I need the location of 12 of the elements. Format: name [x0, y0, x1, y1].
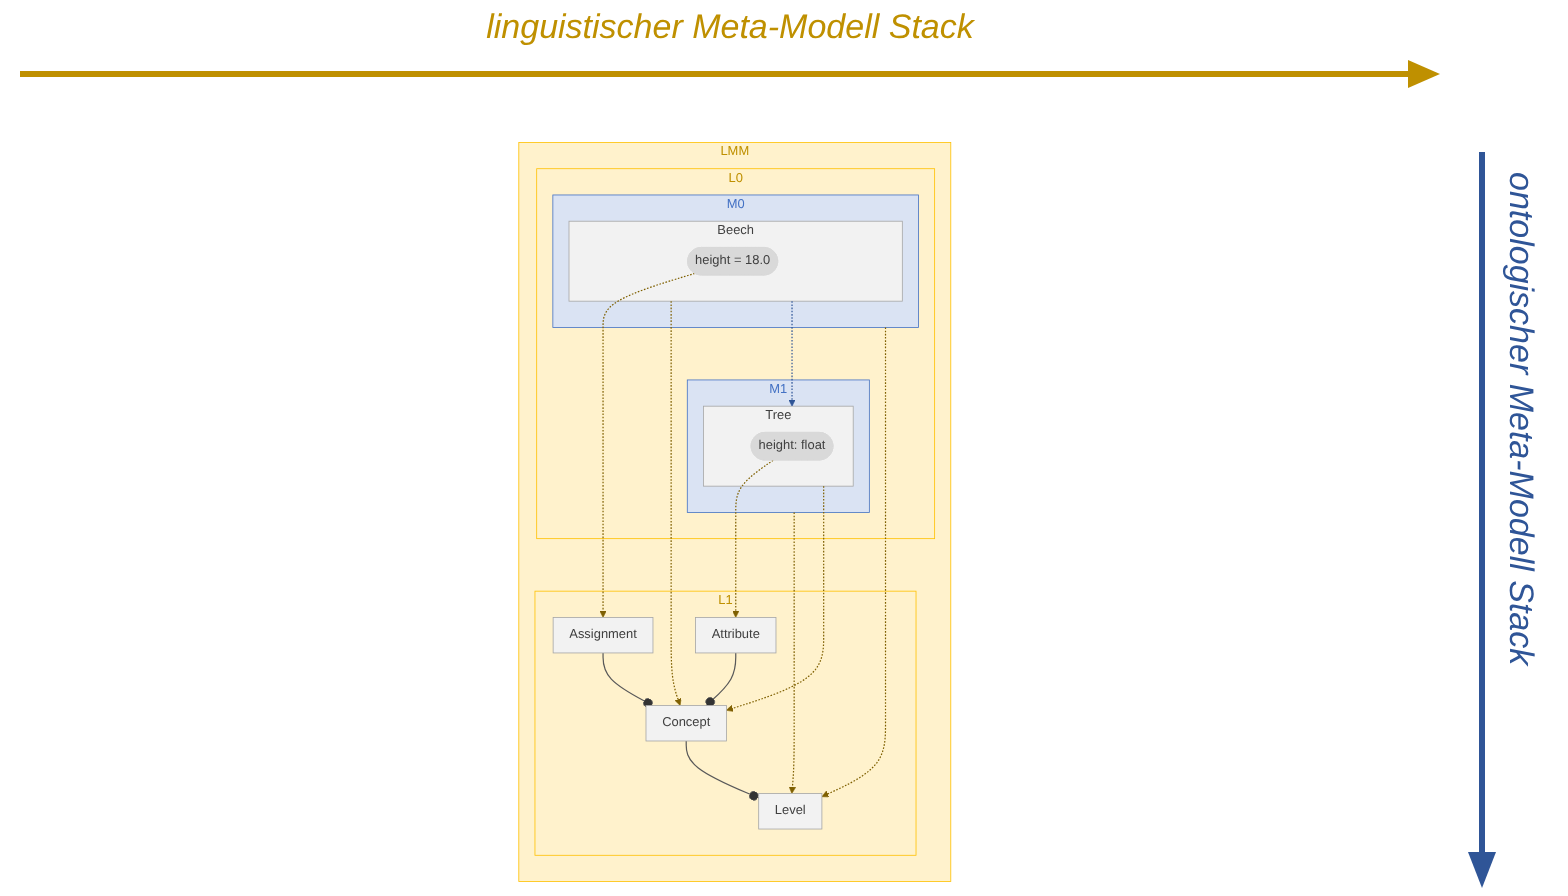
connector: [704, 652, 736, 707]
arrow: [787, 300, 795, 407]
arrow: [820, 326, 886, 798]
arrow: [669, 300, 681, 706]
connector: [601, 652, 653, 708]
arrow: [788, 511, 796, 794]
arrow: [731, 459, 773, 618]
stack-label: ontologischer Meta-Modell Stack: [1500, 172, 1540, 666]
arrow: [725, 485, 824, 712]
connector: [684, 740, 759, 801]
stack-label: linguistischer Meta-Modell Stack: [484, 8, 977, 48]
arrow: [598, 272, 695, 618]
